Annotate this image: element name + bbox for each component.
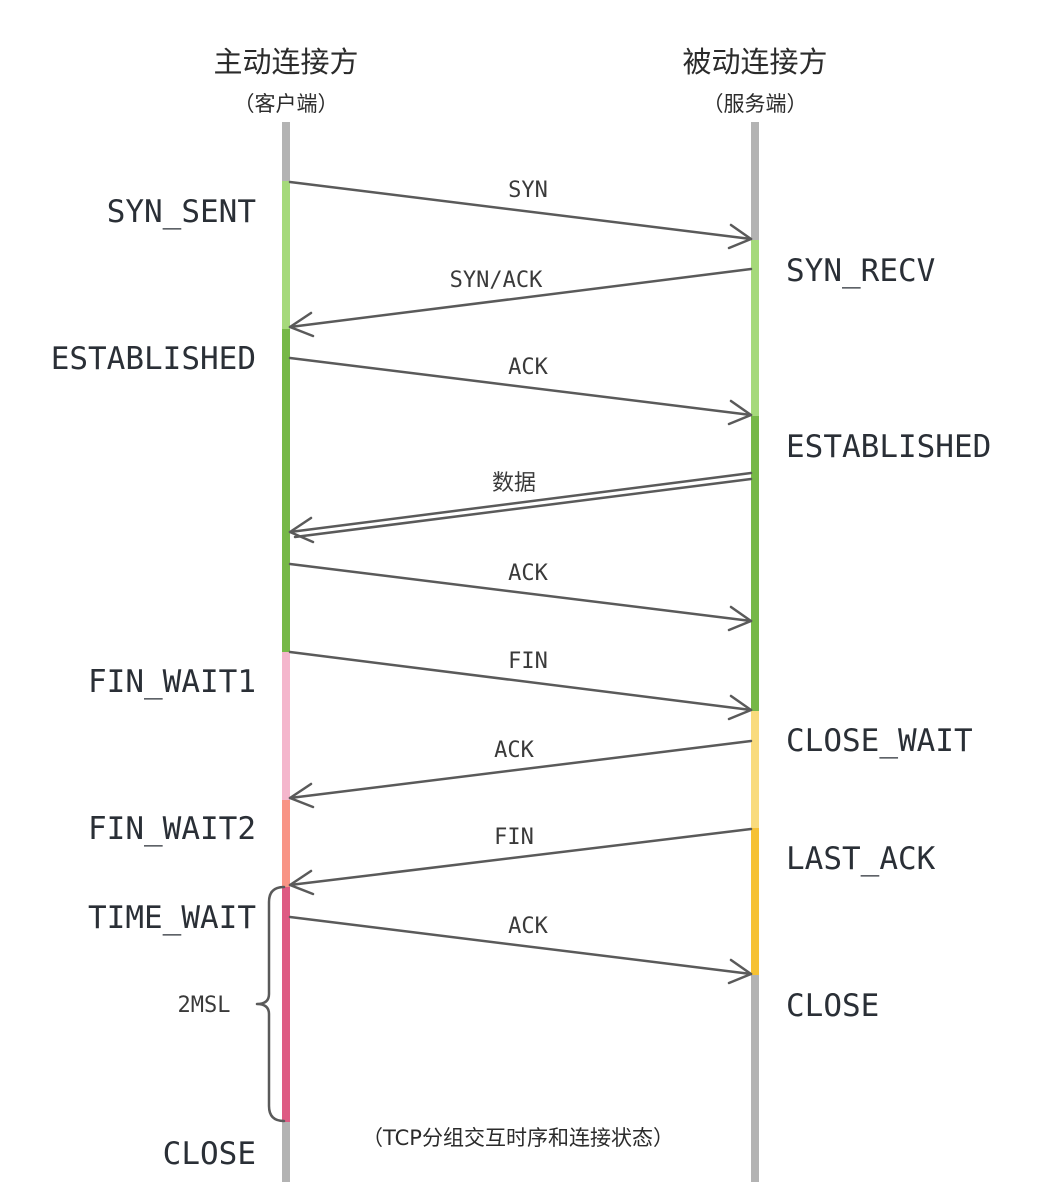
message-arrow-fin-2 — [288, 827, 753, 896]
message-arrow-ack-1 — [288, 356, 753, 426]
server-state-segment-last-ack — [751, 828, 759, 975]
message-label-fin-1: FIN — [508, 649, 548, 674]
server-state-last-ack: LAST_ACK — [786, 841, 936, 877]
message-label-ack-3: ACK — [494, 738, 534, 763]
message-label-ack-4: ACK — [508, 914, 548, 939]
message-arrow-ack-4 — [288, 915, 753, 985]
server-state-segment-close-wait — [751, 711, 759, 828]
message-arrow-syn — [288, 180, 753, 250]
server-subtitle: （服务端） — [703, 92, 808, 116]
server-state-close: CLOSE — [786, 988, 879, 1024]
client-state-segment-fin-wait2 — [282, 800, 290, 887]
message-label-syn-ack: SYN/ACK — [450, 268, 543, 293]
client-state-syn-sent: SYN_SENT — [107, 194, 256, 230]
diagram-caption: （TCP分组交互时序和连接状态） — [362, 1126, 674, 1150]
client-state-close: CLOSE — [163, 1136, 256, 1172]
client-subtitle: （客户端） — [234, 92, 339, 116]
server-state-syn-recv: SYN_RECV — [786, 253, 935, 289]
message-arrow-fin-1 — [288, 650, 753, 721]
server-state-established: ESTABLISHED — [786, 429, 991, 465]
client-state-segment-established — [282, 329, 290, 652]
client-state-segment-fin-wait1 — [282, 652, 290, 800]
server-state-segment-syn-recv — [751, 240, 759, 416]
message-label-data: 数据 — [492, 471, 536, 496]
client-state-established: ESTABLISHED — [51, 341, 256, 377]
message-arrow-ack-3 — [288, 739, 753, 809]
message-arrow-syn-ack — [288, 267, 753, 338]
client-state-segment-time-wait — [282, 887, 290, 1122]
message-label-ack-1: ACK — [508, 355, 548, 380]
client-state-time-wait: TIME_WAIT — [88, 900, 256, 936]
message-label-ack-2: ACK — [508, 561, 548, 586]
time-wait-brace — [255, 885, 286, 1123]
message-arrow-data — [288, 471, 753, 544]
client-state-fin-wait1: FIN_WAIT1 — [88, 664, 256, 700]
message-label-fin-2: FIN — [494, 825, 534, 850]
server-state-segment-established — [751, 416, 759, 711]
message-arrow-ack-2 — [288, 562, 753, 632]
brace-label-2msl: 2MSL — [178, 993, 231, 1018]
message-label-syn: SYN — [508, 178, 548, 203]
client-state-fin-wait2: FIN_WAIT2 — [88, 811, 256, 847]
client-title: 主动连接方 — [213, 45, 358, 79]
server-state-close-wait: CLOSE_WAIT — [786, 723, 973, 759]
client-state-segment-syn-sent — [282, 181, 290, 329]
server-title: 被动连接方 — [682, 45, 827, 79]
